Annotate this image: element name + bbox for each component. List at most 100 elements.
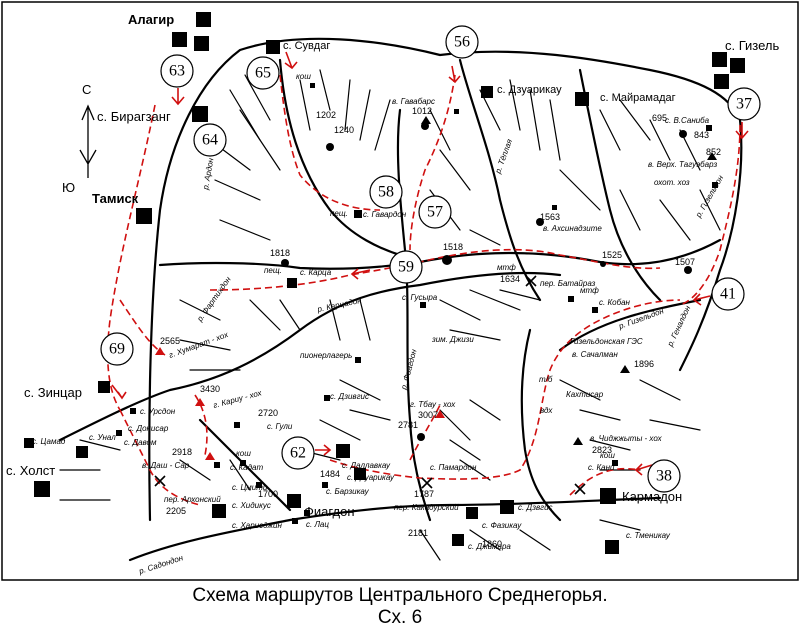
peak-2823: [573, 437, 583, 445]
label-h1240: 1240: [334, 125, 354, 135]
dot-1818: [281, 259, 289, 267]
label-akhsinadzite: в. Ахсинадзите: [543, 224, 602, 233]
route-num-59: 59: [398, 259, 414, 276]
village-marker-fiagdon-2: [212, 504, 226, 518]
village-marker-fazikau: [466, 507, 478, 519]
label-h2565: 2565: [160, 336, 180, 346]
dot-1518: [442, 255, 452, 265]
village-markers: [24, 12, 745, 554]
label-tbau: г. Тбау - хох: [410, 400, 456, 409]
route-arrows: [111, 51, 749, 476]
village-marker-alagir-2: [172, 32, 187, 47]
pass-karmadon: [574, 483, 586, 495]
label-h2823: 2823: [592, 445, 612, 455]
route-num-56: 56: [454, 34, 470, 51]
label-gavardon: с. Гавардон: [363, 210, 407, 219]
map-caption-title: Схема маршрутов Центрального Среднегорья…: [192, 585, 608, 606]
label-h1507: 1507: [675, 257, 695, 267]
village-marker-dallaikau: [336, 444, 350, 458]
label-h1202: 1202: [316, 110, 336, 120]
route-num-63: 63: [169, 63, 185, 80]
label-koban: с. Кобан: [599, 298, 631, 307]
village-marker-gizel-2: [730, 58, 745, 73]
village-marker-fiagdon-1: [287, 494, 301, 508]
village-marker-tamisk: [136, 208, 152, 224]
label-batairaz: пер. Батайраз: [540, 279, 596, 288]
label-kosh2: кош: [236, 449, 251, 458]
label-mtf1: мтф: [497, 263, 516, 272]
label-gizel: с. Гизель: [725, 38, 779, 53]
label-h1525: 1525: [602, 250, 622, 260]
pass-arhonsky: [154, 475, 166, 487]
label-kani: с. Кани: [588, 463, 615, 472]
village-marker-suvdag: [266, 40, 280, 54]
label-h1896: 1896: [634, 359, 654, 369]
dot-843: [679, 130, 687, 138]
village-marker-kartsa: [287, 278, 297, 288]
label-karmadon: Кармадон: [622, 489, 682, 504]
route-num-69: 69: [109, 341, 125, 358]
label-kakadursky: пер. Какадурский: [394, 503, 459, 512]
label-davom: с. Давом: [124, 438, 157, 447]
compass-north: С: [82, 82, 91, 97]
village-marker-gizel-1: [712, 52, 727, 67]
label-tsmiti: с. Цмити: [232, 483, 268, 492]
peak-1896: [620, 365, 630, 373]
peak-kariu: [195, 398, 205, 406]
label-mairamadag: с. Майрамадаг: [600, 92, 676, 104]
label-verh-tsaugbarz: в. Верх. Тагуэбарз: [648, 160, 717, 169]
label-kadat: с. Кадат: [230, 463, 263, 472]
compass-south: Ю: [62, 180, 75, 195]
label-pionerlager: пионерлагерь: [300, 351, 352, 360]
label-peshch1: пещ.: [330, 209, 348, 218]
label-h695: 695: [652, 113, 667, 123]
label-h1484: 1484: [320, 469, 340, 479]
label-dash-sar: в. Даш - Сар: [142, 461, 190, 470]
dot-2781: [417, 433, 425, 441]
dot-1525: [600, 261, 606, 267]
village-marker-biragzang: [192, 106, 208, 122]
pass-kakadursky: [421, 477, 433, 489]
route-num-62: 62: [290, 445, 306, 462]
label-peshch2: пещ.: [264, 266, 282, 275]
label-zim-dzhizi: зим. Джизи: [431, 335, 474, 344]
peak-tbau: [435, 410, 445, 418]
village-marker-alagir-1: [196, 12, 211, 27]
label-pamardon: с. Памардон: [430, 463, 477, 472]
label-v-saniba: с. В.Саниба: [665, 116, 710, 125]
label-zintsar: с. Зинцар: [24, 385, 82, 400]
label-h1787: 1787: [414, 489, 434, 499]
label-kosh1: кош: [296, 72, 311, 81]
label-guli: с. Гули: [267, 422, 293, 431]
village-labels: Алагир с. Сувдаг с. Дзуарикау с. Майрама…: [6, 12, 779, 519]
label-gavabors: в. Гавабарс: [392, 97, 435, 106]
village-marker-mairamadag: [575, 92, 589, 106]
route-num-65: 65: [255, 65, 271, 82]
label-h3430: 3430: [200, 384, 220, 394]
label-fazikau: с. Фазикау: [482, 521, 522, 530]
label-ursdon: с. Урсдон: [140, 407, 176, 416]
label-dzivgis: с. Дзивгис: [330, 392, 369, 401]
label-mtf2: мтф: [580, 286, 599, 295]
village-marker-holst: [34, 481, 50, 497]
peak-dash-sar: [205, 452, 215, 460]
map-caption-scheme-number: Сх. 6: [377, 607, 423, 628]
village-marker-tsamad: [24, 438, 34, 448]
label-donisar: с. Донисар: [128, 424, 169, 433]
passes: [154, 275, 586, 495]
label-gusyra: с. Гусыра: [402, 293, 438, 302]
dot-1563: [536, 218, 544, 226]
route-num-38: 38: [656, 468, 672, 485]
peak-humarat: [155, 347, 165, 355]
peak-1012: [421, 116, 431, 124]
label-h2720: 2720: [258, 408, 278, 418]
village-marker-unal: [76, 446, 88, 458]
compass-arrow-icon: [79, 104, 97, 178]
label-h2181: 2181: [408, 528, 428, 538]
label-h2205: 2205: [166, 506, 186, 516]
label-h852: 852: [706, 147, 721, 157]
dot-1012: [421, 122, 429, 130]
label-h2781: 2781: [398, 420, 418, 430]
village-marker-dzuarikau2: [354, 468, 366, 480]
route-circles: 63 65 56 37 64 58 57 59 41 69 62 38: [100, 25, 761, 493]
